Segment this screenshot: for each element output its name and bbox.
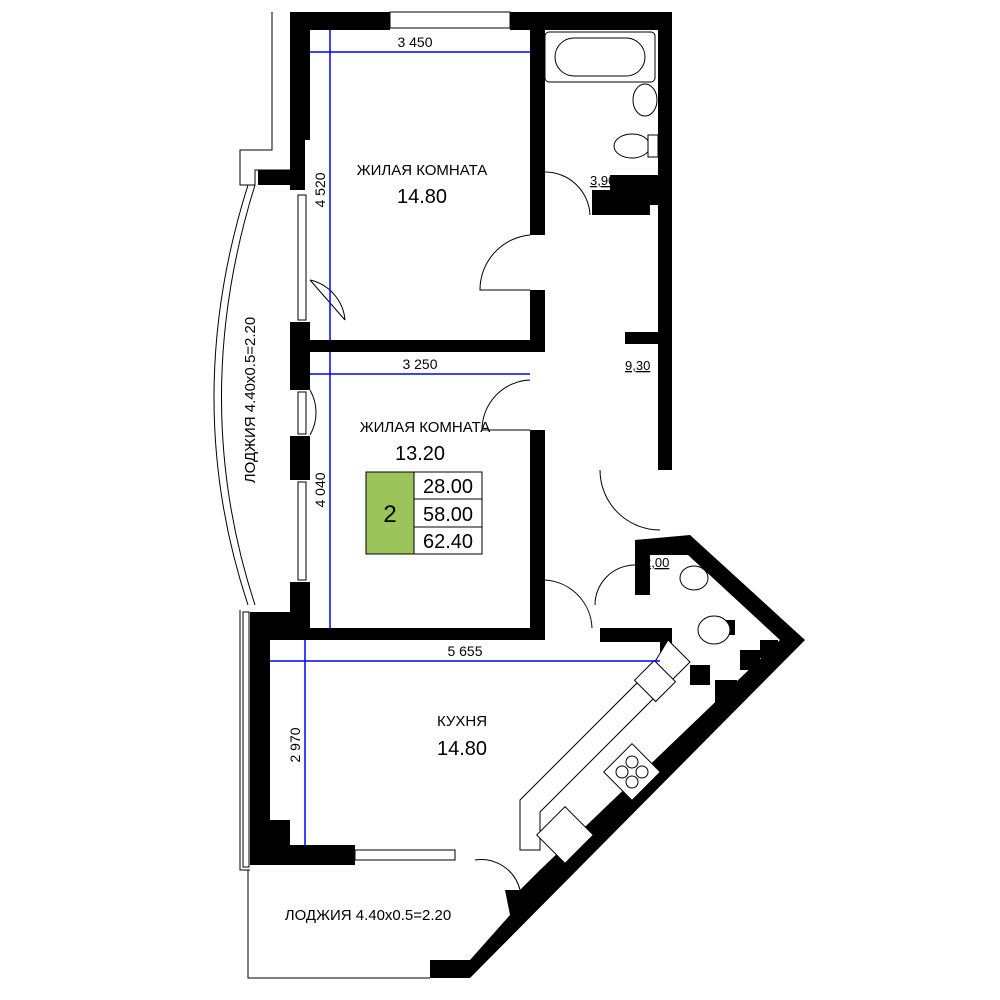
dim-4520: 4 520 [312,172,328,207]
room-name-living1: ЖИЛАЯ КОМНАТА [357,162,488,179]
bath-area: 3,90 [590,173,615,188]
room-name-living2: ЖИЛАЯ КОМНАТА [360,419,491,436]
walls [250,11,805,978]
total-area: 58.00 [423,504,473,526]
wc-sink-icon [679,565,709,591]
dim-4040: 4 040 [312,472,328,507]
kitchen-sink-icon [633,659,677,703]
living-area: 28.00 [423,476,473,498]
room-area-living2: 13.20 [395,443,445,465]
dim-3450: 3 450 [397,34,432,50]
doors [309,171,661,891]
total-area-with-loggia: 62.40 [423,531,473,553]
stove-icon [603,743,661,801]
loggia-left-label: ЛОДЖИЯ 4.40x0.5=2.20 [242,317,259,483]
toilet-icon [613,133,651,159]
sink-icon [632,83,658,117]
room-area-kitchen: 14.80 [437,738,487,760]
apartment-summary-badge: 2 28.00 58.00 62.40 [365,471,483,555]
dim-5655: 5 655 [447,643,482,659]
rooms-count: 2 [383,501,396,528]
hall-area: 9,30 [625,358,650,373]
windows [242,194,456,868]
wc-area: 2,00 [644,555,669,570]
fridge-icon [536,806,594,864]
wc-toilet-icon [697,615,731,645]
room-name-kitchen: КУХНЯ [437,713,487,730]
fixtures [519,31,731,864]
loggia-bottom-outline [239,610,430,979]
loggia-left-outline [213,12,290,606]
loggia-bottom-label: ЛОДЖИЯ 4.40x0.5=2.20 [285,907,451,924]
dim-3250: 3 250 [402,356,437,372]
dim-2970: 2 970 [287,727,303,762]
room-area-living1: 14.80 [397,186,447,208]
dimension-lines [270,30,660,845]
